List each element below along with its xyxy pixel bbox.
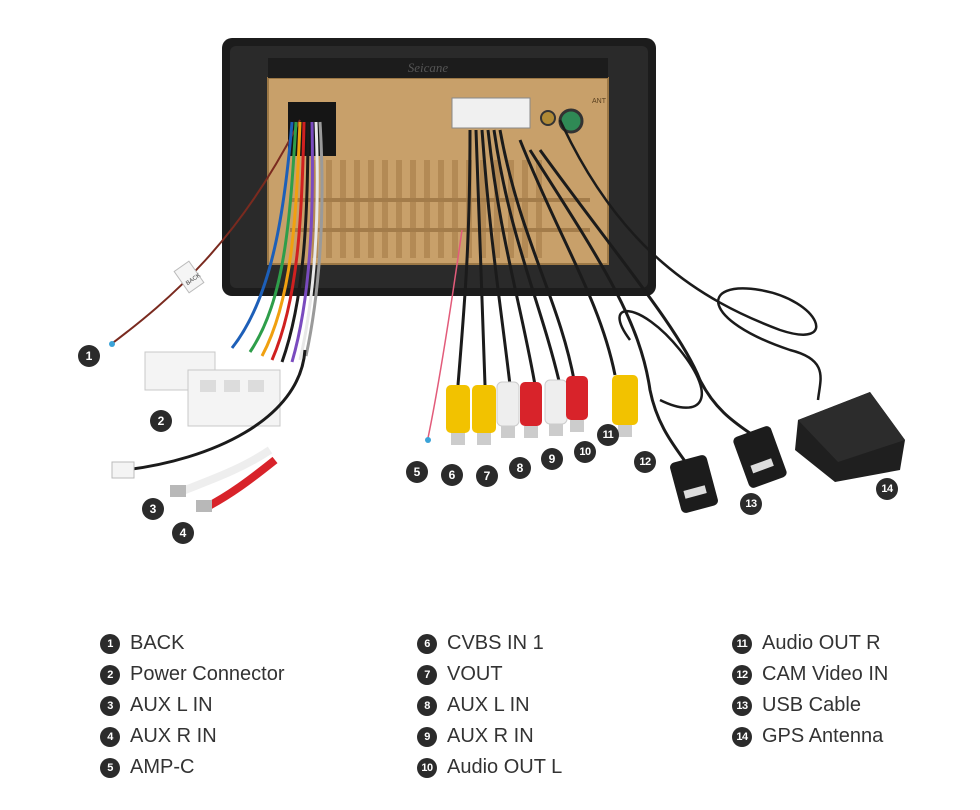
legend-number: 3 xyxy=(100,695,120,716)
brand-logo: Seicane xyxy=(408,60,449,75)
wiring-diagram: Seicane ANT BACK xyxy=(109,38,905,513)
rca-cvbs-in xyxy=(446,385,470,445)
legend-item: 2 Power Connector xyxy=(100,659,285,690)
aux-socket xyxy=(451,97,531,129)
legend-column-2: 6 CVBS IN 1 7 VOUT 8 AUX L IN 9 AUX R IN 10 A… xyxy=(417,628,562,783)
legend-number: 14 xyxy=(732,726,752,747)
legend-column-1: 1 BACK 2 Power Connector 3 AUX L IN 4 AUX R … xyxy=(100,628,285,783)
legend-label: Audio OUT L xyxy=(447,756,563,778)
rca-audio-out xyxy=(566,376,588,432)
legend-item: 6 CVBS IN 1 xyxy=(417,628,562,659)
legend-item: 11 Audio OUT R xyxy=(732,628,888,659)
legend-label: USB Cable xyxy=(762,694,861,716)
legend-item: 12 CAM Video IN xyxy=(732,659,888,690)
callout-8: 8 xyxy=(509,457,531,479)
legend-number: 9 xyxy=(417,726,437,747)
legend-label: AUX L IN xyxy=(447,694,530,716)
rca-aux-r-in xyxy=(544,379,568,436)
rca-aux-r-left xyxy=(196,500,212,512)
legend-label: AUX R IN xyxy=(447,725,534,747)
legend-label: VOUT xyxy=(447,663,503,685)
legend-column-3: 11 Audio OUT R 12 CAM Video IN 13 USB Cable… xyxy=(732,628,888,752)
legend-item: 10 Audio OUT L xyxy=(417,752,562,783)
callout-13: 13 xyxy=(740,493,762,515)
rca-aux-l-left xyxy=(170,485,186,497)
legend-item: 8 AUX L IN xyxy=(417,690,562,721)
legend-number: 7 xyxy=(417,664,437,685)
callout-12: 12 xyxy=(634,451,656,473)
callout-11: 11 xyxy=(597,424,619,446)
legend-item: 5 AMP-C xyxy=(100,752,285,783)
legend-label: Power Connector xyxy=(130,663,285,685)
legend-label: AUX L IN xyxy=(130,694,213,716)
rca-aux-l-in xyxy=(520,382,542,438)
legend-number: 4 xyxy=(100,726,120,747)
callout-6: 6 xyxy=(441,464,463,486)
callout-5: 5 xyxy=(406,461,428,483)
legend-label: CVBS IN 1 xyxy=(447,632,544,654)
legend-number: 13 xyxy=(732,695,752,716)
power-connector xyxy=(144,351,281,427)
legend-number: 10 xyxy=(417,757,437,778)
small-white-connector xyxy=(111,461,135,479)
legend-item: 3 AUX L IN xyxy=(100,690,285,721)
usb-connector-2 xyxy=(733,426,787,488)
legend-number: 5 xyxy=(100,757,120,778)
rca-cam-video-in xyxy=(612,375,638,437)
legend-label: AMP-C xyxy=(130,756,195,778)
rca-white-1 xyxy=(496,381,520,438)
rca-vout xyxy=(472,385,496,445)
gps-antenna xyxy=(795,392,905,482)
legend-label: CAM Video IN xyxy=(762,663,889,685)
callout-1: 1 xyxy=(78,345,100,367)
legend-number: 8 xyxy=(417,695,437,716)
legend-item: 14 GPS Antenna xyxy=(732,721,888,752)
legend-number: 6 xyxy=(417,633,437,654)
legend-label: AUX R IN xyxy=(130,725,217,747)
legend-item: 1 BACK xyxy=(100,628,285,659)
legend-item: 13 USB Cable xyxy=(732,690,888,721)
usb-connector-1 xyxy=(670,455,718,513)
back-wire xyxy=(109,119,301,346)
legend-number: 2 xyxy=(100,664,120,685)
main-harness xyxy=(230,121,324,363)
legend-number: 12 xyxy=(732,664,752,685)
callout-9: 9 xyxy=(541,448,563,470)
legend-label: BACK xyxy=(130,632,185,654)
callout-10: 10 xyxy=(574,441,596,463)
legend-label: Audio OUT R xyxy=(762,632,881,654)
ant-label: ANT xyxy=(592,98,607,105)
legend-number: 11 xyxy=(732,633,752,654)
callout-14: 14 xyxy=(876,478,898,500)
legend-item: 4 AUX R IN xyxy=(100,721,285,752)
callout-2: 2 xyxy=(150,410,172,432)
legend-item: 7 VOUT xyxy=(417,659,562,690)
legend-label: GPS Antenna xyxy=(762,725,884,747)
callout-3: 3 xyxy=(142,498,164,520)
legend-item: 9 AUX R IN xyxy=(417,721,562,752)
legend-number: 1 xyxy=(100,633,120,654)
callout-7: 7 xyxy=(476,465,498,487)
callout-4: 4 xyxy=(172,522,194,544)
